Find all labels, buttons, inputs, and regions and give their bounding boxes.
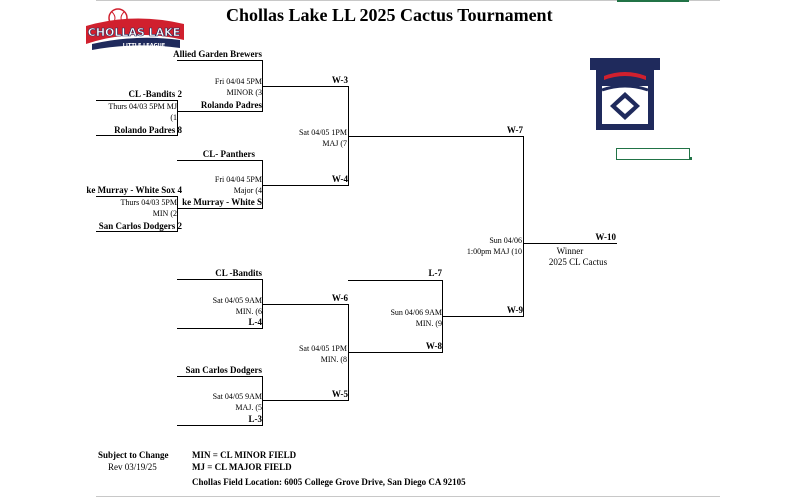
r1g1-info1: Thurs 04/03 5PM MJ	[108, 102, 177, 111]
r2g4-winner: W-4	[331, 174, 348, 184]
r2g3-info2: MINOR (3	[226, 88, 262, 97]
bracket-line	[177, 279, 263, 280]
bracket-line	[177, 160, 263, 161]
bracket-line	[523, 243, 617, 244]
selected-cell-handle[interactable]	[689, 157, 692, 160]
bracket-line	[262, 160, 263, 209]
footer-rev: Rev 03/19/25	[108, 462, 157, 472]
r2g3-team-top: Allied Garden Brewers	[173, 49, 262, 59]
bracket-line	[96, 100, 178, 101]
bracket-line	[262, 86, 349, 87]
g7-winner: W-7	[506, 125, 523, 135]
g8-winner: W-8	[425, 341, 442, 351]
bracket-line	[177, 111, 263, 112]
selected-cell-top	[617, 0, 689, 2]
r2g4-team-bottom: ke Murray - White S	[182, 197, 262, 207]
final-info1: Sun 04/06	[489, 236, 522, 245]
r2g3-info1: Fri 04/04 5PM	[214, 77, 262, 86]
g5-info2: MAJ. (5	[235, 403, 262, 412]
bracket-line	[262, 304, 349, 305]
bracket-line	[442, 316, 524, 317]
bracket-line	[177, 425, 263, 426]
g6-info1: Sat 04/05 9AM	[212, 296, 262, 305]
final-caption2: 2025 CL Cactus	[548, 257, 608, 267]
bracket-line	[177, 196, 178, 232]
r1g1-team-top: CL -Bandits 2	[128, 89, 182, 99]
final-caption1: Winner	[556, 246, 584, 256]
r2g4-info2: Major (4	[233, 186, 262, 195]
bracket-line	[177, 328, 263, 329]
bracket-line	[177, 60, 263, 61]
g8-info2: MIN. (8	[320, 355, 347, 364]
g6-team-top: CL -Bandits	[215, 268, 262, 278]
bracket-line	[262, 400, 349, 401]
r1g2-team-top: ke Murray - White Sox 4	[86, 185, 182, 195]
r1g2-info1: Thurs 04/03 5PM	[120, 198, 177, 207]
bracket-line	[348, 352, 443, 353]
bracket-line	[177, 208, 263, 209]
g5-info1: Sat 04/05 9AM	[212, 392, 262, 401]
r1g2-info2: MIN (2	[152, 209, 177, 218]
svg-text:CHOLLAS LAKE: CHOLLAS LAKE	[88, 26, 180, 39]
sheet-top-border	[96, 0, 720, 1]
r1g1-team-bottom: Rolando Padres 8	[114, 125, 182, 135]
g5-team-top: San Carlos Dodgers	[185, 365, 262, 375]
footer-legend-min: MIN = CL MINOR FIELD	[192, 450, 297, 460]
r1g1-info2: (1	[170, 113, 177, 122]
final-info2: 1:00pm MAJ (10	[466, 247, 522, 256]
little-league-emblem	[588, 56, 662, 132]
bracket-line	[348, 280, 443, 281]
g6-info2: MIN. (6	[235, 307, 262, 316]
r2g4-info1: Fri 04/04 5PM	[214, 175, 262, 184]
g9-team-top: L-7	[428, 268, 443, 278]
r2g4-team-top: CL- Panthers	[202, 149, 255, 159]
g6-winner: W-6	[331, 293, 348, 303]
footer-location: Chollas Field Location: 6005 College Gro…	[192, 477, 466, 487]
g5-winner: W-5	[331, 389, 348, 399]
final-winner: W-10	[595, 232, 616, 242]
bracket-line	[96, 231, 178, 232]
bracket-line	[177, 376, 263, 377]
footer-legend-mj: MJ = CL MAJOR FIELD	[192, 462, 292, 472]
g5-team-bottom: L-3	[248, 414, 263, 424]
g7-info1: Sat 04/05 1PM	[298, 128, 347, 137]
selected-cell[interactable]	[616, 148, 690, 160]
bracket-line	[96, 135, 178, 136]
bracket-line	[262, 376, 263, 426]
g9-info2: MIN. (9	[415, 319, 442, 328]
g9-info1: Sun 04/06 9AM	[390, 308, 442, 317]
bracket-line	[523, 136, 524, 317]
bracket-line	[262, 185, 349, 186]
bracket-line	[96, 196, 178, 197]
g8-info1: Sat 04/05 1PM	[298, 344, 347, 353]
page-title: Chollas Lake LL 2025 Cactus Tournament	[226, 5, 553, 25]
r2g3-team-bottom: Rolando Padres	[200, 100, 262, 110]
bracket-line	[348, 136, 524, 137]
sheet-bottom-border	[96, 496, 720, 497]
svg-text:LITTLE LEAGUE: LITTLE LEAGUE	[123, 43, 166, 49]
r1g2-team-bottom: San Carlos Dodgers 2	[98, 221, 182, 231]
chollas-lake-logo: CHOLLAS LAKE LITTLE LEAGUE	[84, 6, 188, 50]
g6-team-bottom: L-4	[248, 317, 263, 327]
g7-info2: MAJ (7	[322, 139, 347, 148]
footer-subject: Subject to Change	[98, 450, 169, 460]
bracket-line	[177, 100, 178, 136]
r2g3-winner: W-3	[331, 75, 348, 85]
g9-winner: W-9	[506, 305, 523, 315]
